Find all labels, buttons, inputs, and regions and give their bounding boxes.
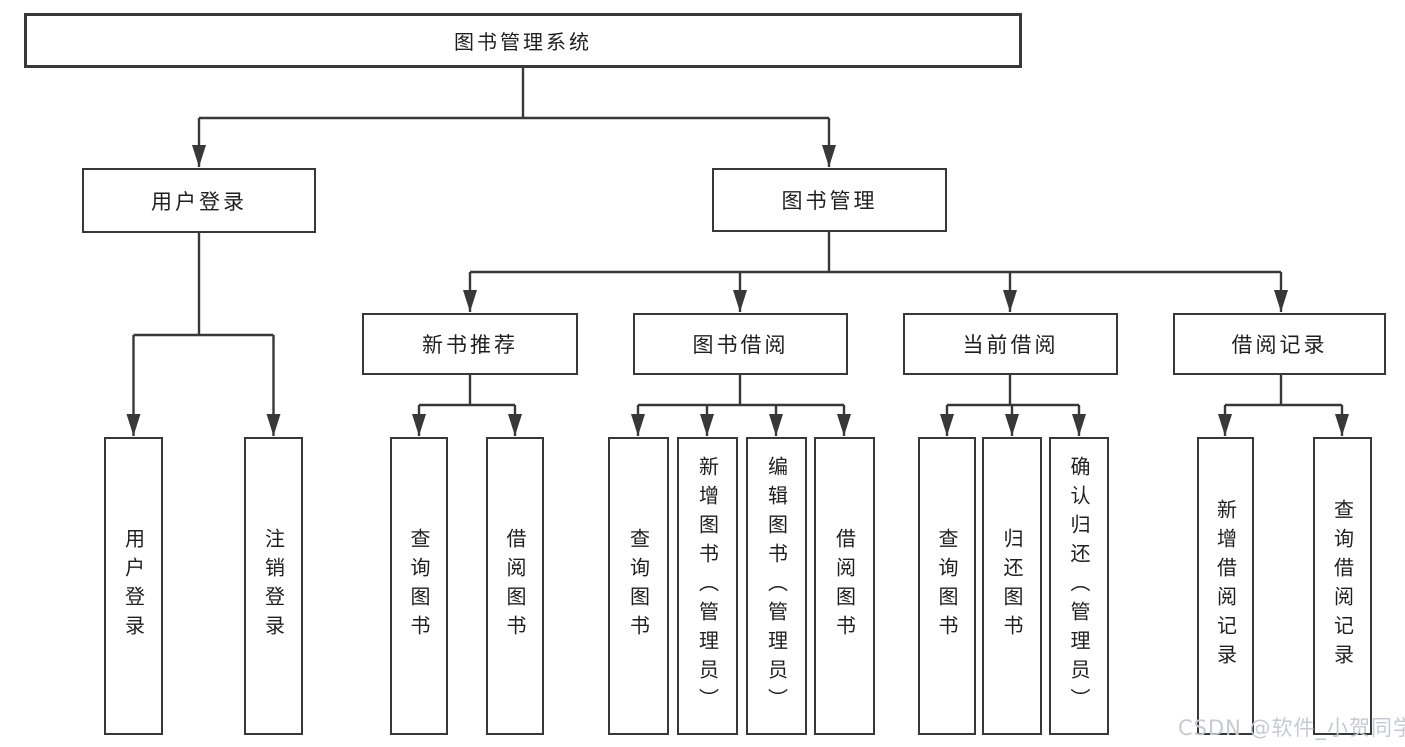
node-label: 当前借阅 xyxy=(962,333,1059,357)
node-label: 借阅记录 xyxy=(1231,333,1328,357)
node-label: 借阅图书 xyxy=(832,528,857,644)
leaf-records-query-record: 查询借阅记录 xyxy=(1313,437,1372,735)
node-new-book-recommendation: 新书推荐 xyxy=(362,313,578,375)
leaf-borrowing-borrow-books: 借阅图书 xyxy=(814,437,875,735)
leaf-current-confirm-return-admin: 确认归还（管理员） xyxy=(1049,437,1109,735)
node-label: 用户登录 xyxy=(151,189,247,214)
leaf-user-login: 用户登录 xyxy=(104,437,163,735)
node-current-borrowing: 当前借阅 xyxy=(903,313,1118,375)
connector-user-login-group xyxy=(133,233,274,337)
connector-new-books-group xyxy=(419,375,515,407)
node-label: 查询图书 xyxy=(626,528,651,644)
node-borrowing-records: 借阅记录 xyxy=(1173,313,1386,375)
leaf-borrowing-query-books: 查询图书 xyxy=(608,437,669,735)
node-label: 新增借阅记录 xyxy=(1213,499,1238,673)
node-label: 注销登录 xyxy=(261,528,286,644)
node-label: 用户登录 xyxy=(121,528,146,644)
node-label: 查询图书 xyxy=(935,528,959,644)
node-label: 图书管理 xyxy=(781,189,878,213)
node-label: 新增图书（管理员） xyxy=(695,455,720,717)
csdn-watermark: CSDN @软件_小贺同学 xyxy=(1178,716,1405,740)
leaf-current-return-books: 归还图书 xyxy=(982,437,1042,735)
connector-current-borrow-group xyxy=(947,375,1079,407)
node-label: 借阅图书 xyxy=(503,528,527,644)
leaf-borrowing-edit-books-admin: 编辑图书（管理员） xyxy=(746,437,807,735)
node-book-management: 图书管理 xyxy=(712,168,947,232)
connector-borrow-records-group xyxy=(1225,374,1342,407)
leaf-borrowing-add-books-admin: 新增图书（管理员） xyxy=(677,437,738,735)
node-label: 查询借阅记录 xyxy=(1330,499,1355,673)
node-label: 编辑图书（管理员） xyxy=(764,455,789,717)
node-label: 确认归还（管理员） xyxy=(1067,455,1091,717)
connector-book-borrow-group xyxy=(638,375,844,407)
leaf-records-add-record: 新增借阅记录 xyxy=(1197,437,1254,735)
node-library-management-system: 图书管理系统 xyxy=(24,13,1022,68)
node-book-borrowing: 图书借阅 xyxy=(633,313,848,375)
leaf-newbooks-query-books: 查询图书 xyxy=(390,437,448,735)
connector-trunk-root xyxy=(199,68,829,120)
node-label: 图书管理系统 xyxy=(454,30,592,54)
leaf-current-query-books: 查询图书 xyxy=(918,437,976,735)
node-label: 归还图书 xyxy=(1000,528,1024,644)
leaf-newbooks-borrow-books: 借阅图书 xyxy=(486,437,544,735)
node-user-login: 用户登录 xyxy=(82,168,316,233)
leaf-logout: 注销登录 xyxy=(244,437,303,735)
node-label: 图书借阅 xyxy=(692,333,789,357)
connector-book-mgmt-group xyxy=(470,232,1281,274)
node-label: 查询图书 xyxy=(407,528,431,644)
node-label: 新书推荐 xyxy=(422,333,518,357)
